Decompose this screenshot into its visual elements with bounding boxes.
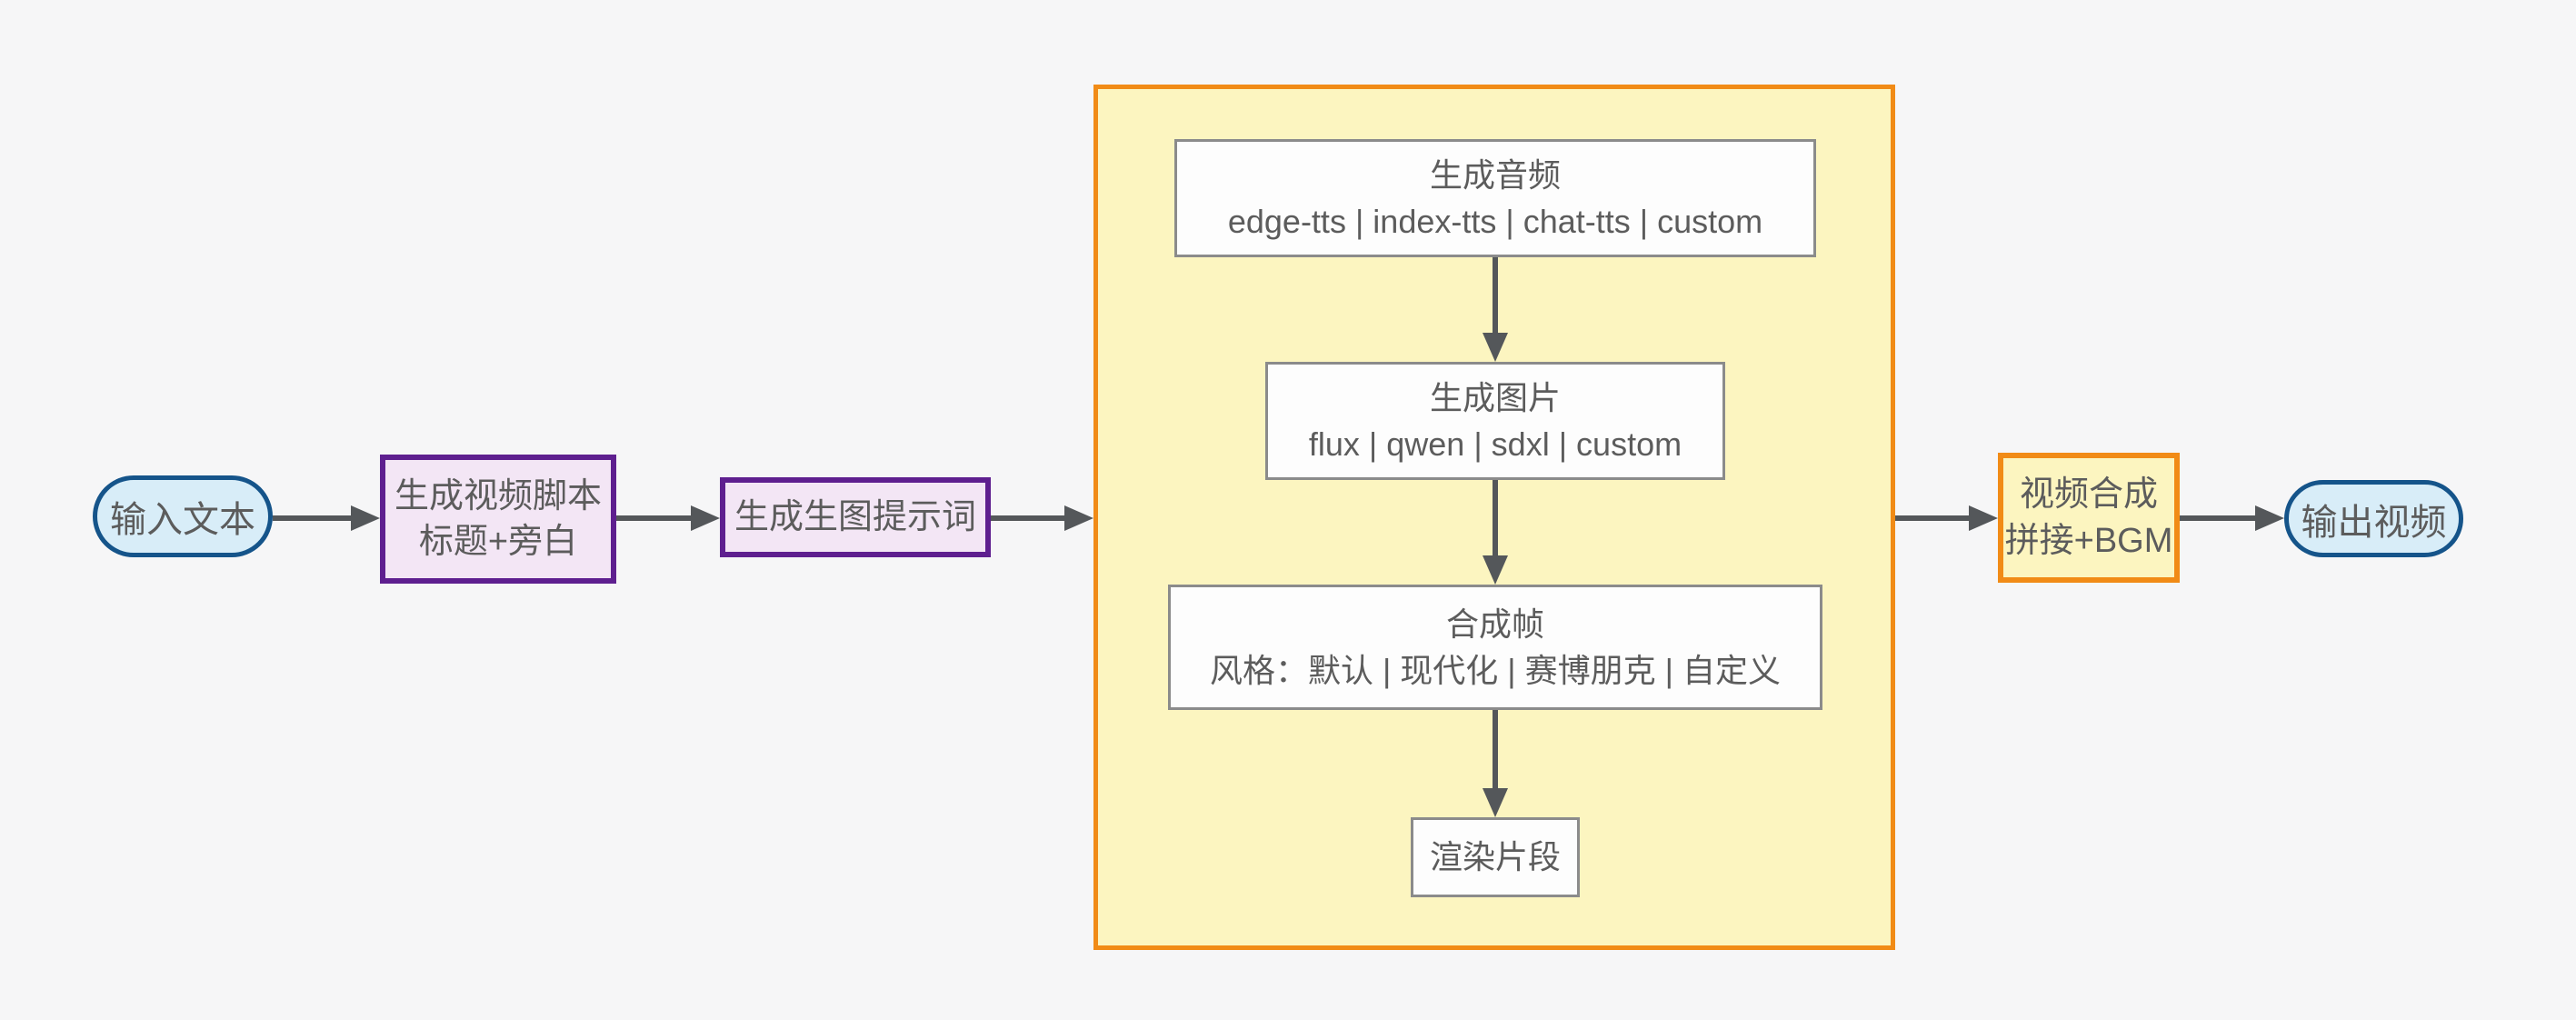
arrowhead (1483, 555, 1508, 585)
arrow-line (616, 515, 693, 521)
arrow-line (1493, 257, 1498, 335)
node-video-compose: 视频合成 拼接+BGM (1998, 453, 2180, 583)
node-generate-audio: 生成音频 edge-tts | index-tts | chat-tts | c… (1174, 139, 1816, 257)
arrow-line (273, 515, 353, 521)
node-generate-image: 生成图片 flux | qwen | sdxl | custom (1265, 362, 1725, 480)
node-generate-script: 生成视频脚本 标题+旁白 (380, 455, 616, 584)
node-compose-frame-options: 风格：默认 | 现代化 | 赛博朋克 | 自定义 (1209, 652, 1782, 689)
node-render-segment: 渲染片段 (1411, 817, 1580, 897)
node-input-text-label: 输入文本 (110, 500, 255, 540)
node-generate-image-options: flux | qwen | sdxl | custom (1308, 425, 1682, 463)
node-generate-image-prompt-label: 生成生图提示词 (734, 497, 976, 536)
node-generate-audio-title: 生成音频 (1429, 155, 1561, 194)
node-generate-script-line2: 标题+旁白 (418, 523, 578, 561)
node-output-video-label: 输出视频 (2301, 502, 2447, 543)
node-compose-frame: 合成帧 风格：默认 | 现代化 | 赛博朋克 | 自定义 (1168, 585, 1822, 710)
arrow-line (1493, 480, 1498, 557)
arrowhead (1064, 505, 1093, 531)
node-video-compose-line1: 视频合成 (2019, 475, 2158, 515)
node-video-compose-line2: 拼接+BGM (2004, 521, 2173, 560)
arrow-line (991, 515, 1066, 521)
node-output-video: 输出视频 (2284, 480, 2463, 557)
arrowhead (1483, 333, 1508, 362)
node-generate-audio-options: edge-tts | index-tts | chat-tts | custom (1227, 203, 1763, 240)
arrowhead (2255, 505, 2284, 531)
node-render-segment-label: 渲染片段 (1429, 838, 1561, 876)
node-compose-frame-title: 合成帧 (1445, 605, 1544, 643)
arrowhead (1483, 788, 1508, 817)
arrow-line (2180, 515, 2257, 521)
arrow-line (1493, 710, 1498, 790)
node-generate-script-line1: 生成视频脚本 (394, 476, 602, 515)
arrowhead (691, 505, 720, 531)
arrow-line (1895, 515, 1971, 521)
node-input-text: 输入文本 (93, 475, 273, 557)
node-generate-image-title: 生成图片 (1429, 378, 1561, 416)
arrowhead (1969, 505, 1998, 531)
arrowhead (351, 505, 380, 531)
node-generate-image-prompt: 生成生图提示词 (720, 477, 991, 557)
